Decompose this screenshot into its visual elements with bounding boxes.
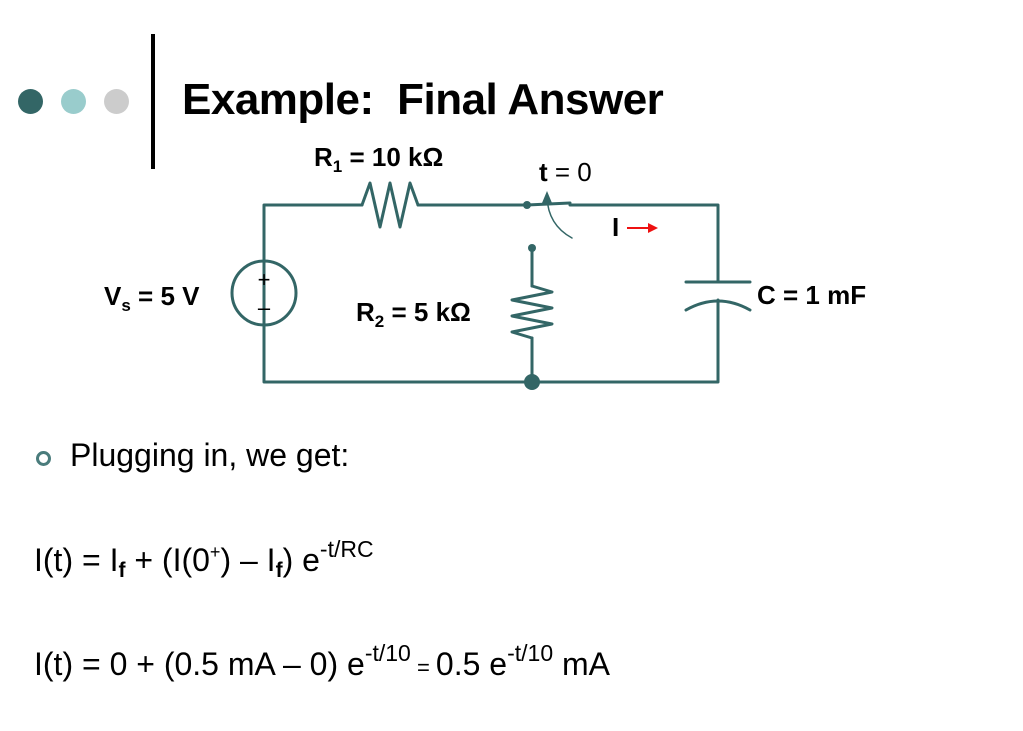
equation-general: I(t) = If + (I(0+) – If) e-t/RC [34, 536, 374, 582]
r1-label: R1 = 10 kΩ [314, 142, 444, 176]
switch-arc-arrowhead [542, 191, 552, 203]
wire-top-left [262, 203, 364, 342]
current-arrow-icon [627, 223, 658, 233]
switch-pivot [523, 201, 531, 209]
slide-title: Example: Final Answer [182, 75, 664, 124]
current-label: I [612, 212, 620, 242]
wire-top-right [568, 203, 720, 284]
resistor-r1 [360, 181, 420, 229]
decor-dot-dark [18, 89, 43, 114]
decor-dot-gray [104, 89, 129, 114]
switch-contact [528, 244, 536, 252]
voltage-source [230, 259, 298, 327]
bullet-icon [36, 451, 51, 466]
r2-label: R2 = 5 kΩ [356, 297, 471, 331]
decor-dot-light [61, 89, 86, 114]
source-minus-sign: – [258, 295, 271, 320]
bullet-text: Plugging in, we get: [70, 437, 350, 473]
equation-final: I(t) = 0 + (0.5 mA – 0) e-t/10 = 0.5 e-t… [34, 640, 611, 682]
switch-time-label: t = 0 [539, 157, 592, 187]
title-divider [151, 34, 155, 169]
wire-right-bottom [262, 298, 720, 384]
source-plus-sign: + [258, 267, 271, 292]
resistor-r2 [510, 284, 554, 340]
switch-blade [525, 201, 572, 207]
vs-label: Vs = 5 V [104, 281, 200, 315]
junction-node [524, 374, 540, 390]
capacitor-label: C = 1 mF [757, 280, 867, 310]
